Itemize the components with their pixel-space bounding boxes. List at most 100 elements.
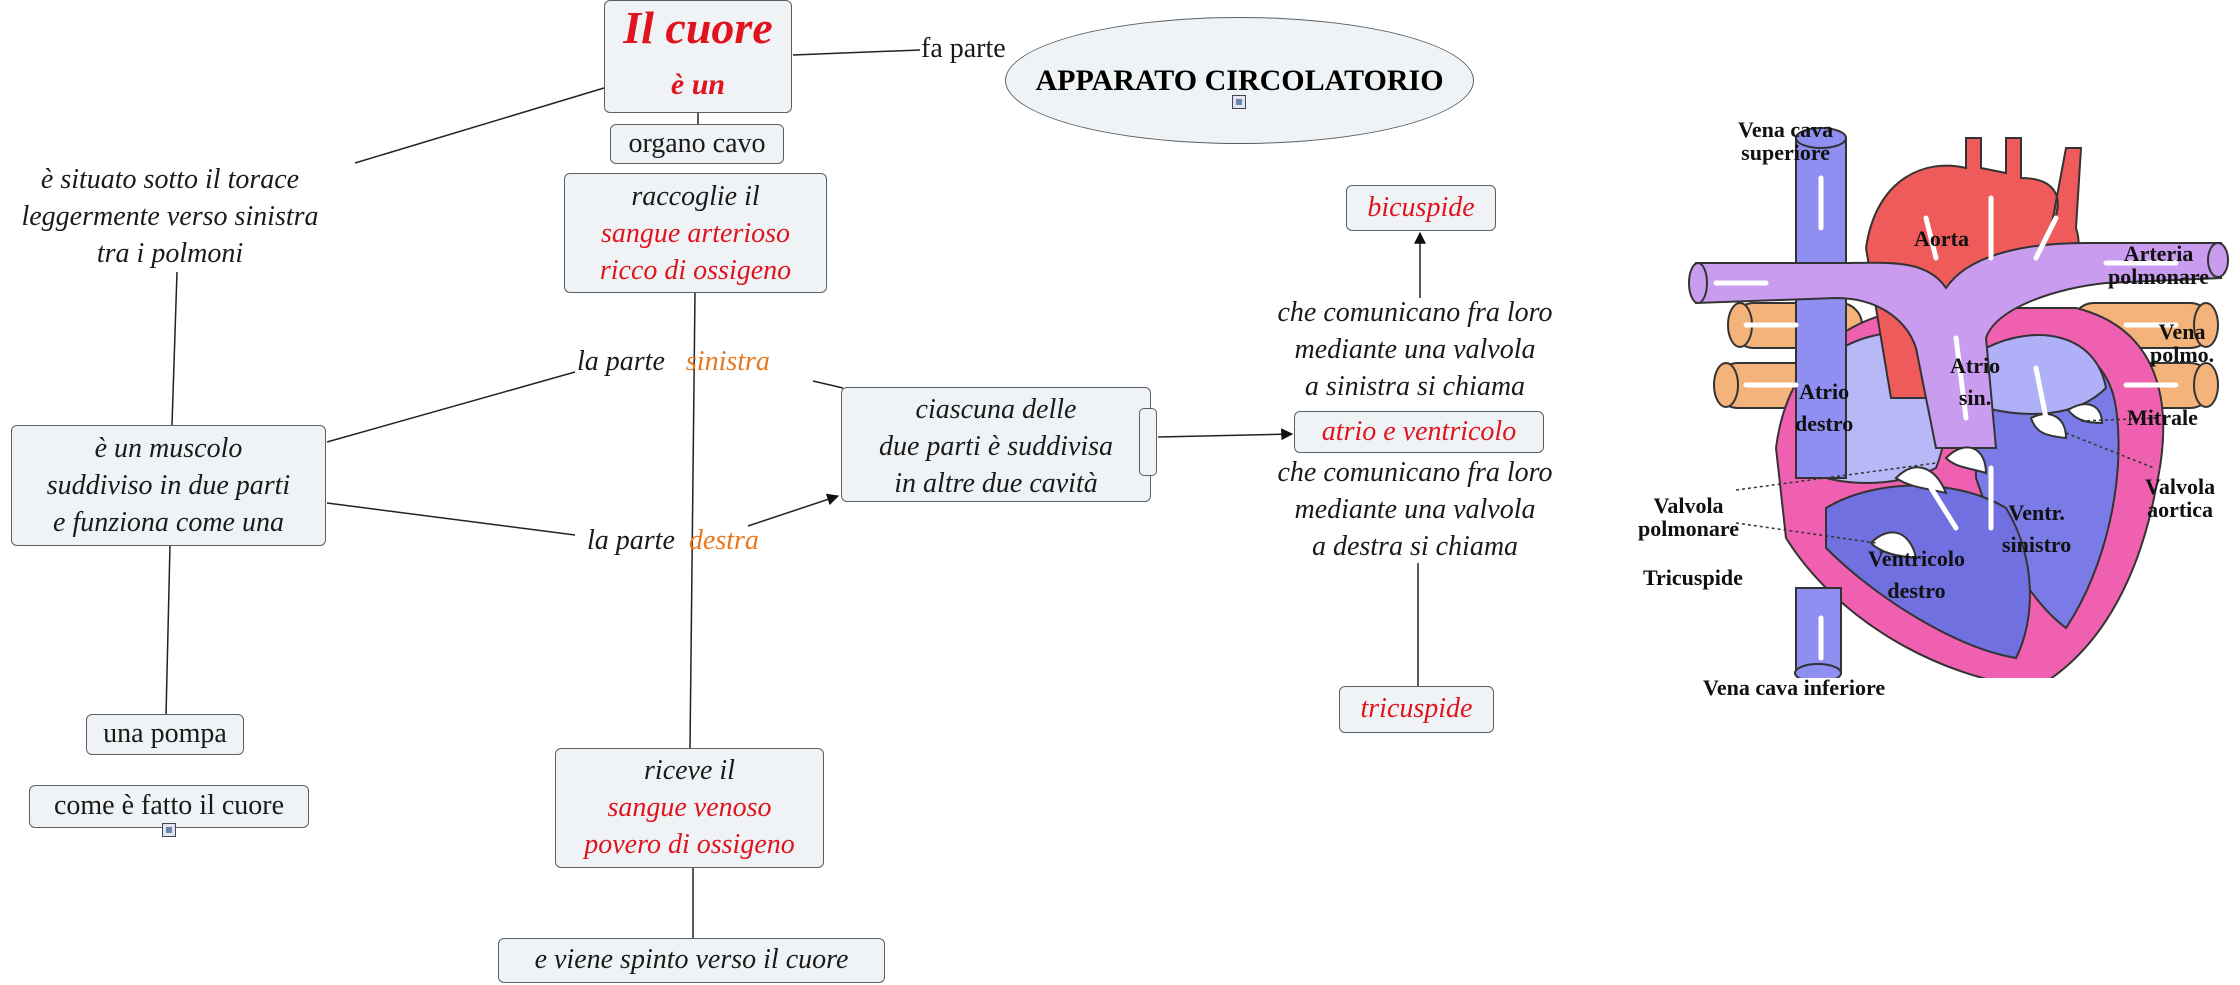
heart-label-ventr-sinistro: Ventr. sinistro	[2002, 497, 2071, 561]
muscolo-line-1: è un muscolo	[94, 433, 243, 464]
atrio-ventricolo-text: atrio e ventricolo	[1321, 416, 1517, 447]
arteria-polm-line-2: polmonare	[2108, 264, 2210, 289]
vena-polm-line-2: polmo.	[2150, 342, 2215, 367]
label-comunicano-destra: che comunicano fra loro mediante una val…	[1240, 454, 1590, 565]
muscolo-line-3: e funziona come una	[53, 507, 284, 538]
heart-label-aorta: Aorta	[1914, 226, 1969, 251]
apparato-title: APPARATO CIRCOLATORIO	[1035, 64, 1444, 97]
atrio-sin-line-1: Atrio	[1950, 353, 2001, 378]
riceve-line-3: povero di ossigeno	[584, 829, 795, 860]
label-parte-destra: la parte destra	[587, 522, 759, 559]
raccoglie-line-2: sangue arterioso	[601, 218, 790, 249]
vena-cava-sup-line-2: superiore	[1741, 140, 1830, 165]
valvola-aortica-line-1: Valvola	[2145, 474, 2216, 499]
comunicano-sx-line-3: a sinistra si chiama	[1304, 371, 1526, 402]
concept-atrio-ventricolo[interactable]: atrio e ventricolo	[1294, 411, 1544, 453]
comunicano-sx-line-2: mediante una valvola	[1294, 334, 1536, 365]
heart-illustration	[1688, 127, 2229, 678]
parte-destra-b: destra	[688, 525, 759, 556]
raccoglie-line-1: raccoglie il	[631, 181, 760, 212]
collapse-handle[interactable]	[1139, 408, 1157, 476]
una-pompa-text: una pompa	[103, 718, 227, 749]
heart-label-valvola-polmonare: Valvola polmonare	[1638, 494, 1739, 540]
label-comunicano-sinistra: che comunicano fra loro mediante una val…	[1240, 294, 1590, 405]
link-cuore-fa-parte	[792, 49, 921, 56]
heart-label-arteria-polmonare: Arteria polmonare	[2108, 242, 2209, 288]
ventricolo-destro-line-1: Ventricolo	[1868, 546, 1965, 571]
tricuspide-text: tricuspide	[1360, 693, 1473, 724]
parte-sinistra-a: la parte	[577, 346, 665, 377]
concept-raccoglie[interactable]: raccoglie il sangue arterioso ricco di o…	[564, 173, 827, 293]
link-cuore-situato	[354, 87, 605, 164]
vena-cava-sup-line-1: Vena cava	[1738, 117, 1834, 142]
flow-arrows	[1713, 175, 2179, 661]
concept-una-pompa[interactable]: una pompa	[86, 714, 244, 755]
concept-organo-cavo[interactable]: organo cavo	[610, 124, 784, 164]
spinto-text: e viene spinto verso il cuore	[534, 944, 849, 975]
concept-come-fatto[interactable]: come è fatto il cuore	[29, 785, 309, 828]
link-muscolo-pompa	[165, 544, 171, 717]
label-parte-sinistra: la parte sinistra	[577, 343, 770, 380]
vena-polm-line-1: Vena	[2158, 319, 2206, 344]
resource-link-icon[interactable]	[1232, 95, 1246, 109]
leader-lines	[1735, 417, 2157, 544]
bicuspide-text: bicuspide	[1367, 192, 1475, 223]
come-fatto-text: come è fatto il cuore	[53, 790, 285, 821]
heart-label-mitrale: Mitrale	[2127, 405, 2198, 430]
atrio-destro-line-2: destro	[1795, 411, 1854, 436]
heart-label-vena-cava-superiore: Vena cava superiore	[1738, 118, 1833, 164]
arteria-polm-line-1: Arteria	[2123, 241, 2194, 266]
title-e-un: è un	[670, 68, 726, 101]
comunicano-dx-line-1: che comunicano fra loro	[1277, 457, 1553, 488]
situato-line-2: leggermente verso sinistra	[21, 201, 319, 232]
comunicano-dx-line-2: mediante una valvola	[1294, 494, 1536, 525]
situato-line-1: è situato sotto il torace	[40, 164, 300, 195]
ventr-sin-line-2: sinistro	[2002, 532, 2072, 557]
heart-label-atrio-destro: Atrio destro	[1795, 376, 1853, 440]
title-il-cuore: Il cuore	[623, 2, 773, 53]
heart-label-atrio-sin: Atrio sin.	[1950, 350, 2000, 414]
label-fa-parte: fa parte	[921, 33, 1006, 64]
valves	[1869, 403, 2104, 560]
ciascuna-line-2: due parti è suddivisa	[878, 431, 1114, 462]
ciascuna-line-3: in altre due cavità	[894, 468, 1098, 499]
valvola-aortica-line-2: aortica	[2147, 497, 2214, 522]
ventr-sin-line-1: Ventr.	[2008, 500, 2065, 525]
muscolo-line-2: suddiviso in due parti	[46, 470, 291, 501]
concept-apparato-circolatorio[interactable]: APPARATO CIRCOLATORIO	[1005, 17, 1474, 144]
heart-label-tricuspide: Tricuspide	[1643, 565, 1743, 590]
atrio-sin-line-2: sin.	[1958, 385, 1992, 410]
concept-ciascuna[interactable]: ciascuna delle due parti è suddivisa in …	[841, 387, 1151, 502]
atrio-destro-line-1: Atrio	[1799, 379, 1850, 404]
raccoglie-line-3: ricco di ossigeno	[599, 255, 792, 286]
image-link-icon[interactable]	[162, 823, 176, 837]
parte-sinistra-b: sinistra	[685, 346, 770, 377]
ventricolo-destro-line-2: destro	[1887, 578, 1946, 603]
left-atrium	[1985, 334, 2108, 415]
parte-destra-a: la parte	[587, 525, 675, 556]
link-destra-ciascuna	[747, 493, 840, 527]
heart-label-valvola-aortica: Valvola aortica	[2145, 475, 2215, 521]
heart-label-vena-cava-inferiore: Vena cava inferiore	[1703, 675, 1886, 700]
heart-label-ventricolo-destro: Ventricolo destro	[1868, 543, 1965, 607]
valvola-polm-line-2: polmonare	[1638, 516, 1740, 541]
link-muscolo-sinistra	[326, 371, 576, 443]
link-sinistra-ciascuna	[812, 380, 844, 389]
concept-riceve[interactable]: riceve il sangue venoso povero di ossige…	[555, 748, 824, 868]
concept-muscolo[interactable]: è un muscolo suddiviso in due parti e fu…	[11, 425, 326, 546]
organo-cavo-text: organo cavo	[628, 128, 766, 159]
heart-label-vena-polmonare: Vena polmo.	[2150, 320, 2214, 366]
concept-spinto[interactable]: e viene spinto verso il cuore	[498, 938, 885, 983]
concept-il-cuore[interactable]: Il cuore è un	[604, 0, 792, 113]
comunicano-sx-line-1: che comunicano fra loro	[1277, 297, 1553, 328]
label-situato: è situato sotto il torace leggermente ve…	[0, 161, 340, 272]
concept-bicuspide[interactable]: bicuspide	[1346, 185, 1496, 231]
link-ciascuna-atrio	[1157, 428, 1294, 441]
comunicano-dx-line-3: a destra si chiama	[1311, 531, 1519, 562]
ciascuna-line-1: ciascuna delle	[915, 394, 1077, 425]
concept-tricuspide[interactable]: tricuspide	[1339, 686, 1494, 733]
situato-line-3: tra i polmoni	[96, 238, 244, 269]
riceve-line-2: sangue venoso	[607, 792, 772, 823]
